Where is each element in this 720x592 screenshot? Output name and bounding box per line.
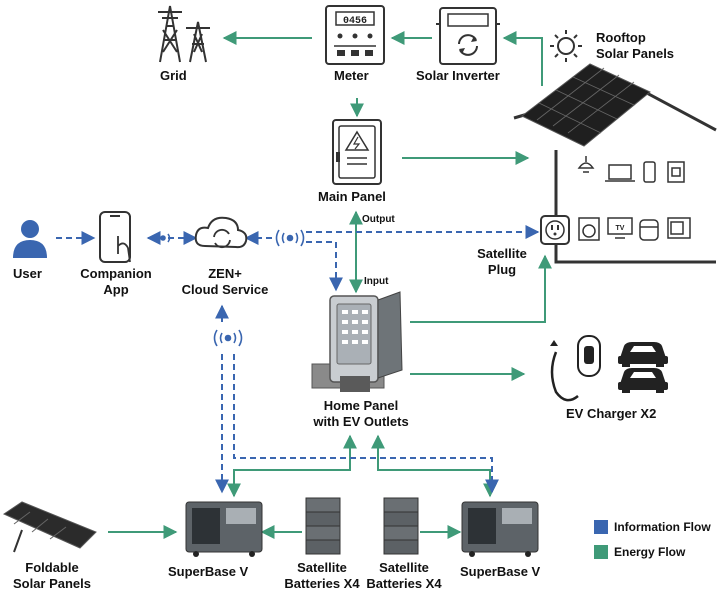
- companion-app-label: Companion App: [76, 266, 156, 298]
- sun-icon: [550, 30, 582, 62]
- grid-tower-icon: [158, 5, 210, 63]
- superbase-right-icon: [461, 501, 539, 557]
- user-label: User: [13, 266, 42, 281]
- rice-cooker-icon: [639, 219, 659, 241]
- info-arrow-to-homepanel: [306, 241, 343, 292]
- satellite-plug-label-line2: Plug: [487, 262, 517, 277]
- foldable-solar-label: Foldable Solar Panels: [4, 560, 100, 592]
- foldable-solar-panel-icon: [2, 501, 97, 553]
- house-icon: TV: [513, 63, 717, 264]
- main-panel-icon: [332, 119, 382, 185]
- energy-arrow-solar-inverter: [502, 31, 543, 86]
- rooftop-solar-label: Rooftop Solar Panels: [596, 30, 674, 62]
- wireless-signal-icon: [213, 329, 243, 347]
- main-panel-label: Main Panel: [318, 189, 386, 204]
- superbase-right-label: SuperBase V: [460, 564, 541, 579]
- satellite-batteries-right-line1: Satellite: [379, 560, 429, 575]
- laptop-icon: [608, 164, 632, 180]
- legend-swatch-energy: [594, 545, 608, 559]
- home-panel-label-line1: Home Panel: [323, 398, 399, 413]
- microwave-icon: [667, 217, 691, 239]
- companion-app-label-line1: Companion: [80, 266, 152, 281]
- satellite-battery-right-icon: [383, 497, 419, 555]
- legend-information-label: Information Flow: [614, 520, 711, 534]
- cloud-icon: [194, 216, 248, 249]
- user-icon: [13, 220, 47, 258]
- meter-reading: 0456: [343, 16, 367, 27]
- rooftop-solar-label-line2: Solar Panels: [596, 46, 675, 61]
- ev-charger-label: EV Charger X2: [566, 406, 657, 421]
- cloud-service-label-line1: ZEN+: [208, 266, 242, 281]
- solar-inverter-icon: [436, 7, 500, 65]
- rooftop-solar-label-line1: Rooftop: [596, 30, 646, 45]
- satellite-batteries-left-line2: Batteries X4: [284, 576, 360, 591]
- electric-car-icon: [618, 368, 668, 393]
- satellite-batteries-left-line1: Satellite: [297, 560, 347, 575]
- tv-screen-label: TV: [616, 225, 625, 232]
- input-flow-label: Input: [364, 276, 389, 287]
- satellite-plug-label-line1: Satellite: [477, 246, 527, 261]
- solar-inverter-label: Solar Inverter: [416, 68, 500, 83]
- satellite-batteries-left-label: Satellite Batteries X4: [274, 560, 370, 592]
- home-panel-label-line2: with EV Outlets: [313, 414, 409, 429]
- satellite-plug-label: Satellite Plug: [462, 246, 542, 278]
- rooftop-solar-panel-icon: [521, 63, 651, 147]
- satellite-batteries-right-label: Satellite Batteries X4: [356, 560, 452, 592]
- cloud-service-label: ZEN+ Cloud Service: [170, 266, 280, 298]
- superbase-left-icon: [185, 501, 263, 557]
- cloud-service-label-line2: Cloud Service: [181, 282, 269, 297]
- ceiling-fan-icon: [577, 156, 595, 173]
- phone-icon: [643, 161, 656, 183]
- appliance-icons: [577, 156, 691, 241]
- meter-label: Meter: [334, 68, 369, 83]
- washing-machine-icon: [578, 217, 600, 241]
- energy-arrow-homepanel-superbase-right: [371, 434, 497, 498]
- foldable-solar-label-line1: Foldable: [25, 560, 79, 575]
- output-flow-label: Output: [362, 214, 395, 225]
- info-arrow-cloud-superbase-right: [233, 354, 499, 494]
- wireless-signal-icon: [275, 229, 305, 247]
- legend-information-flow: Information Flow: [614, 520, 711, 534]
- ev-charger-icon: [550, 335, 601, 402]
- legend-swatch-information: [594, 520, 608, 534]
- superbase-left-label: SuperBase V: [168, 564, 249, 579]
- legend-energy-label: Energy Flow: [614, 545, 686, 559]
- meter-icon: 0456: [325, 5, 385, 65]
- electric-car-icon: [618, 342, 668, 367]
- energy-arrow-homepanel-superbase-left: [227, 434, 357, 498]
- home-panel-label: Home Panel with EV Outlets: [296, 398, 426, 430]
- grid-label: Grid: [160, 68, 187, 83]
- energy-arrow-homepanel-plug: [410, 254, 552, 323]
- satellite-batteries-right-line2: Batteries X4: [366, 576, 442, 591]
- companion-app-label-line2: App: [103, 282, 129, 297]
- legend-energy-flow: Energy Flow: [614, 545, 685, 559]
- info-flow-arrows: [56, 225, 540, 494]
- tv-icon: [607, 217, 633, 235]
- home-panel-device-icon: [311, 291, 403, 392]
- foldable-solar-label-line2: Solar Panels: [12, 576, 92, 591]
- wireless-signal-icon: [155, 233, 171, 243]
- companion-app-phone-icon: [99, 211, 131, 263]
- satellite-plug-icon: [540, 215, 570, 245]
- coffee-maker-icon: [667, 161, 685, 183]
- satellite-battery-left-icon: [305, 497, 341, 555]
